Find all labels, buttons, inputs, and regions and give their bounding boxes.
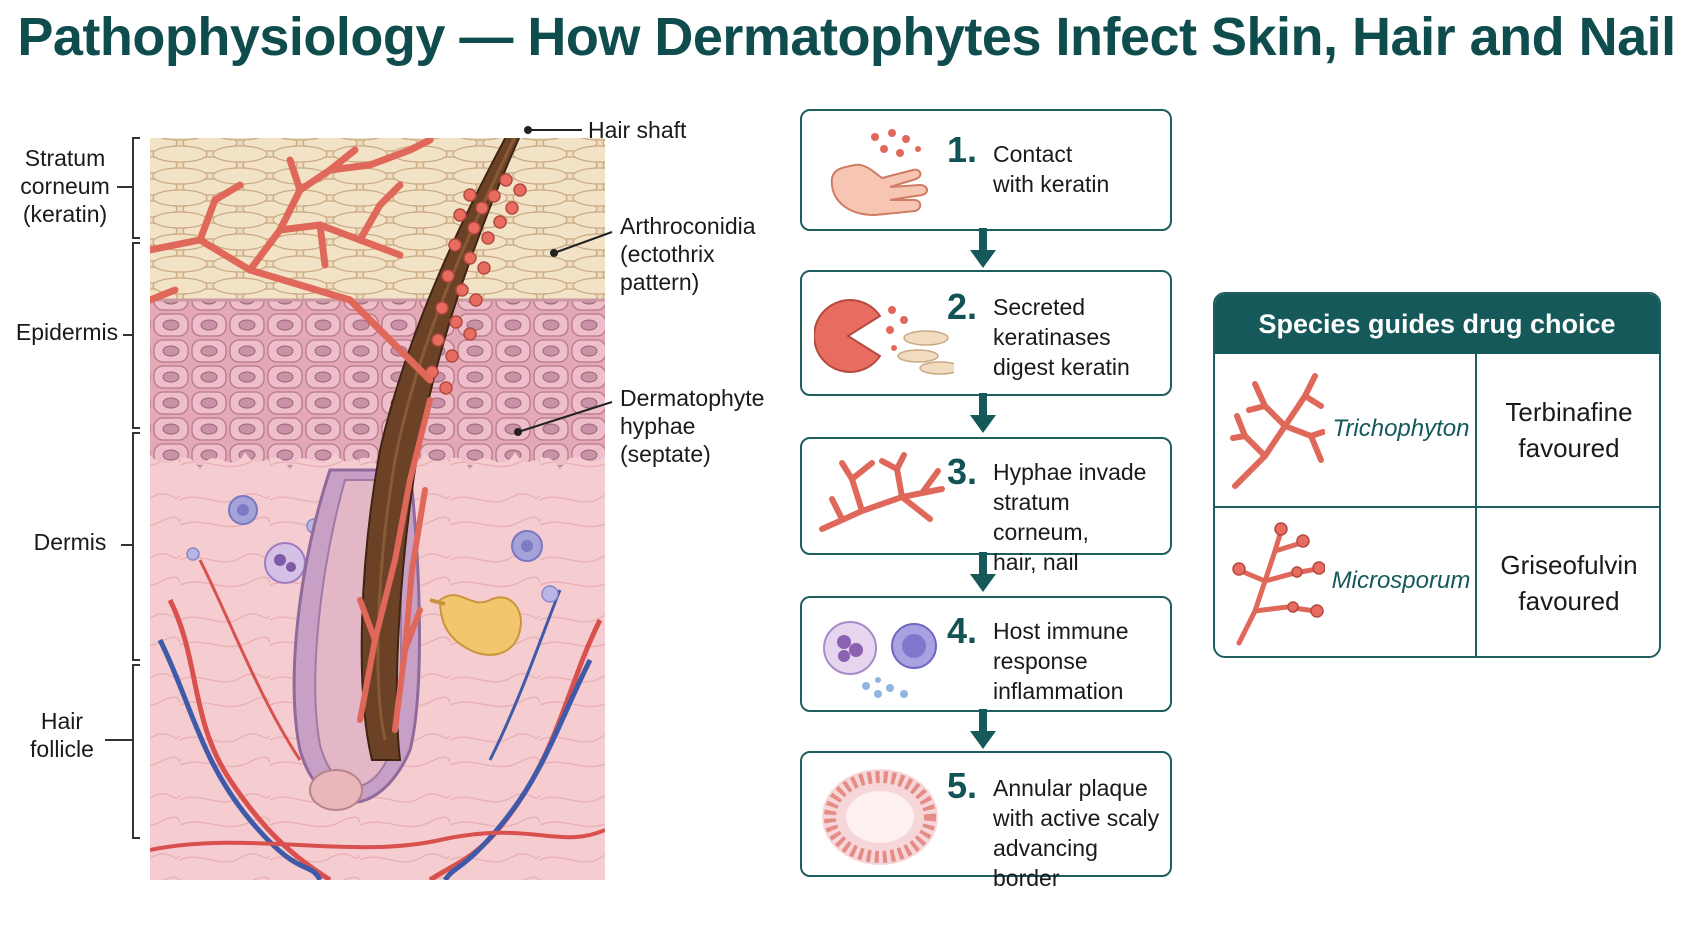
step-2-number: 2. [947,286,977,328]
enzyme-pacman-icon [814,286,954,386]
arrow-down-icon [968,709,998,751]
trichophyton-hyphae-icon [1225,366,1325,496]
arrow-down-icon [968,393,998,435]
arrow-down-icon [968,552,998,594]
species-drug-table: Species guides drug choice Trichophyton … [1213,292,1661,658]
table-divider [1475,354,1477,658]
step-1-number: 1. [947,129,977,171]
species-name-microsporum: Microsporum [1327,567,1475,595]
microsporum-hyphae-icon [1225,521,1325,651]
step-3-number: 3. [947,451,977,493]
label-epidermis: Epidermis [8,318,126,346]
species-name-trichophyton: Trichophyton [1327,415,1475,443]
species-table-header: Species guides drug choice [1215,294,1659,354]
branching-hyphae-icon [812,449,952,549]
step-4-number: 4. [947,610,977,652]
label-dermis: Dermis [20,528,120,556]
arrow-down-icon [968,228,998,270]
hand-spores-icon [820,123,940,223]
immune-cells-icon [816,606,956,706]
step-5-number: 5. [947,765,977,807]
annular-plaque-icon [814,761,954,871]
callout-hair-shaft: Hair shaft [588,116,686,144]
